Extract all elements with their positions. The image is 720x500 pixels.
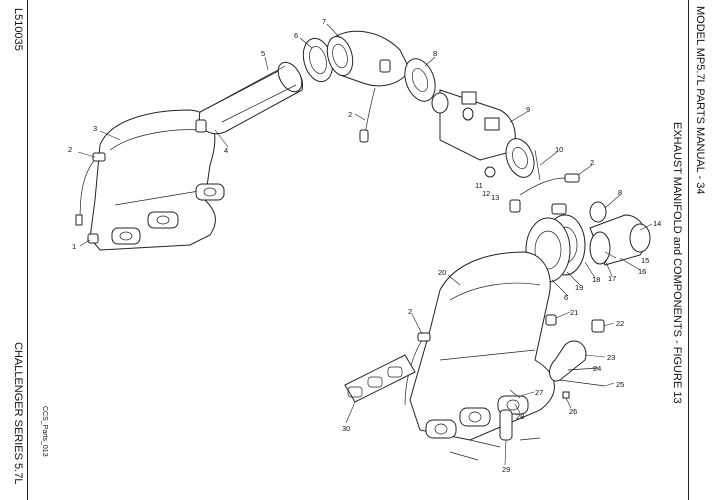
callout-12: 12 — [482, 189, 490, 198]
callout-5: 5 — [261, 49, 265, 58]
callout-9: 9 — [526, 105, 530, 114]
callout-14: 14 — [653, 219, 661, 228]
callout-17: 17 — [608, 274, 616, 283]
callout-30: 30 — [342, 424, 350, 433]
callout-8: 8 — [433, 49, 437, 58]
callout-19: 19 — [575, 283, 583, 292]
callout-2-upper: 2 — [348, 110, 352, 119]
callout-20: 20 — [438, 268, 446, 277]
lower-manifold — [404, 251, 555, 441]
callout-18: 18 — [592, 275, 600, 284]
callout-7: 7 — [322, 17, 326, 26]
callout-16: 16 — [638, 267, 646, 276]
mid-tube — [404, 58, 535, 178]
callout-15: 15 — [641, 256, 649, 265]
upper-manifold — [75, 109, 225, 251]
callout-10: 10 — [555, 145, 563, 154]
callout-28: 28 — [516, 412, 524, 421]
callout-3: 3 — [93, 124, 97, 133]
right-sensors — [509, 149, 580, 213]
callout-2-right: 2 — [590, 158, 594, 167]
callout-11: 11 — [475, 181, 483, 190]
callout-23: 23 — [607, 353, 615, 362]
leader-lines — [77, 23, 653, 466]
callout-1: 1 — [72, 242, 76, 251]
callout-24: 24 — [593, 364, 601, 373]
callout-6-lower: 6 — [564, 293, 568, 302]
callout-21: 21 — [570, 308, 578, 317]
callout-2-lower: 2 — [408, 307, 412, 316]
callout-8-right: 8 — [618, 188, 622, 197]
callout-27: 27 — [535, 388, 543, 397]
callout-4: 4 — [224, 146, 228, 155]
exhaust-pipe-and-sleeve — [195, 61, 304, 135]
callout-29: 29 — [502, 465, 510, 474]
right-border-line — [688, 0, 689, 500]
callout-22: 22 — [616, 319, 624, 328]
manifold-gasket — [344, 354, 416, 403]
callout-2: 2 — [68, 145, 72, 154]
left-border-line — [27, 0, 28, 500]
callout-13: 13 — [491, 193, 499, 202]
elbow-assembly — [302, 30, 411, 143]
callout-6: 6 — [294, 31, 298, 40]
callout-26: 26 — [569, 407, 577, 416]
callout-numbers: 1 2 3 4 5 6 7 8 9 10 11 12 13 14 15 16 1… — [68, 17, 661, 474]
callout-25: 25 — [616, 380, 624, 389]
